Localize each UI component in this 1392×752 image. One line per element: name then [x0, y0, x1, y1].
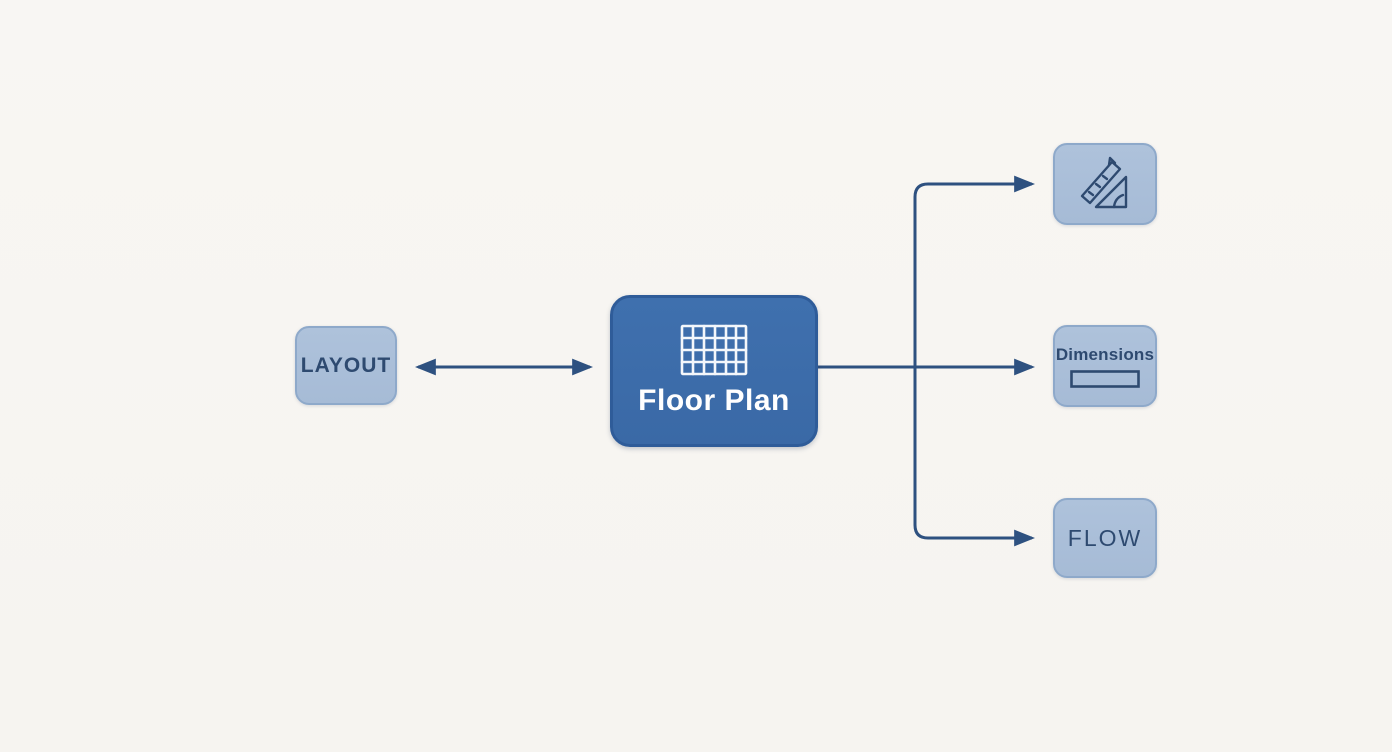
flow-label: FLOW [1067, 524, 1143, 551]
grid-icon [680, 324, 748, 376]
node-scale [1053, 143, 1157, 225]
layout-label: LAYOUT [300, 353, 392, 377]
edge-floorplan-flow [913, 367, 1036, 547]
dimensions-label: Dimensions [1055, 344, 1155, 364]
floor-plan-label: Floor Plan [638, 384, 790, 417]
dimension-bar-icon [1070, 369, 1140, 388]
node-floor-plan: Floor Plan [610, 295, 818, 447]
edge-floorplan-scale [913, 175, 1036, 367]
node-layout: LAYOUT [295, 326, 397, 405]
node-dimensions: Dimensions [1053, 325, 1157, 407]
node-flow: FLOW [1053, 498, 1157, 578]
set-square-ruler-icon [1079, 155, 1131, 213]
